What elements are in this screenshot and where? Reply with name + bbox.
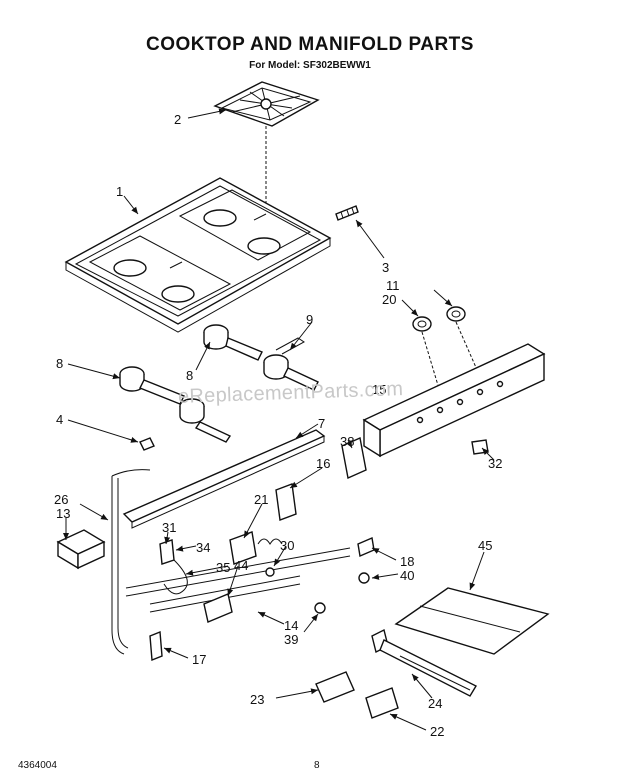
manifold-panel: [362, 343, 546, 458]
callout-4: 4: [56, 412, 63, 427]
valve-knob-stem: [265, 567, 275, 577]
cooktop: [64, 177, 332, 333]
model-number: For Model: SF302BEWW1: [249, 60, 371, 71]
leader-lines: [63, 108, 495, 731]
callout-21: 21: [254, 492, 268, 507]
callout-11: 11: [386, 278, 400, 293]
callout-14: 14: [284, 618, 298, 633]
callout-38: 38: [340, 434, 354, 449]
callout-23: 23: [250, 692, 264, 707]
callout-9: 9: [306, 312, 313, 327]
callout-44: 44: [234, 558, 248, 573]
callout-18: 18: [400, 554, 414, 569]
callout-2: 2: [174, 112, 181, 127]
callout-45: 45: [478, 538, 492, 553]
callout-34: 34: [196, 540, 210, 555]
wire-harness: [163, 559, 188, 595]
screw-39: [314, 602, 326, 614]
screw-40: [358, 572, 370, 584]
callout-20: 20: [382, 292, 396, 307]
spark-module: [275, 483, 297, 521]
callout-13: 13: [56, 506, 70, 521]
callout-8a: 8: [56, 356, 63, 371]
callout-17: 17: [192, 652, 206, 667]
spring: [257, 538, 283, 545]
callout-31: 31: [162, 520, 176, 535]
callout-35: 35: [216, 560, 230, 575]
oven-thermostat: [365, 687, 399, 719]
page-title: COOKTOP AND MANIFOLD PARTS: [146, 34, 474, 55]
callout-labels: 1 2 3 4 7 8 8 9 11 13 14 15 16 17 18 20 …: [54, 112, 502, 739]
burners: [119, 324, 319, 443]
bracket-18: [357, 537, 375, 557]
heat-shield: [341, 437, 367, 479]
page-number: 8: [314, 760, 320, 771]
callout-22: 22: [430, 724, 444, 739]
callout-8b: 8: [186, 368, 193, 383]
callout-7: 7: [318, 416, 325, 431]
callout-26: 26: [54, 492, 68, 507]
callout-30: 30: [280, 538, 294, 553]
pressure-regulator: [56, 469, 151, 655]
document-number: 4364004: [18, 760, 57, 771]
callout-3: 3: [382, 260, 389, 275]
valve: [203, 593, 233, 623]
oven-burner: [371, 628, 477, 697]
screw: [335, 205, 359, 221]
oven-safety-valve: [315, 671, 355, 703]
broiler-shield: [394, 587, 550, 655]
callout-15: 15: [372, 382, 386, 397]
callout-24: 24: [428, 696, 442, 711]
orifice-nut: [139, 437, 155, 451]
callout-32: 32: [488, 456, 502, 471]
callout-39: 39: [284, 632, 298, 647]
callout-1: 1: [116, 184, 123, 199]
callout-40: 40: [400, 568, 414, 583]
bracket: [159, 539, 175, 565]
callout-16: 16: [316, 456, 330, 471]
control-knobs: [412, 306, 479, 393]
bracket-17: [149, 630, 163, 662]
